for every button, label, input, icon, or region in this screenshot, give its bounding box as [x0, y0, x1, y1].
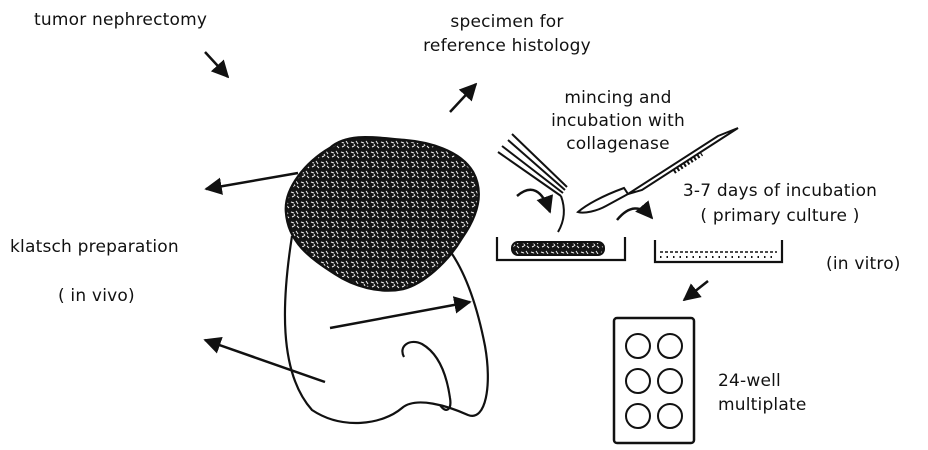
- label-in-vitro: (in vitro): [826, 254, 901, 274]
- label-incubation-days: 3-7 days of incubation: [650, 181, 910, 201]
- label-multiplate-line1: 24-well: [718, 371, 807, 391]
- label-in-vivo: ( in vivo): [58, 286, 135, 306]
- culture-dish-icon: [655, 240, 782, 262]
- label-multiplate: 24-well multiplate: [718, 371, 807, 415]
- arrow-into-kidney: [330, 302, 470, 328]
- label-multiplate-line2: multiplate: [718, 395, 807, 415]
- arrow-to-mincing-dish: [517, 190, 550, 212]
- arrow-from-nephrectomy: [205, 52, 228, 77]
- label-mincing-line1: mincing and: [528, 88, 708, 108]
- label-mincing-line3: collagenase: [528, 134, 708, 154]
- label-tumor-nephrectomy: tumor nephrectomy: [34, 10, 207, 30]
- arrow-to-in-vivo: [205, 340, 325, 382]
- arrow-to-klatsch-preparation: [206, 173, 298, 189]
- mincing-dish-icon: [497, 237, 625, 260]
- label-specimen-line1: specimen for: [407, 12, 607, 32]
- label-klatsch-preparation: klatsch preparation: [10, 237, 179, 257]
- label-primary-culture: ( primary culture ): [650, 206, 910, 226]
- label-mincing-line2: incubation with: [528, 111, 708, 131]
- label-specimen: specimen for reference histology: [407, 12, 607, 56]
- tumor-mass: [286, 137, 479, 290]
- label-incubation: 3-7 days of incubation ( primary culture…: [650, 181, 910, 226]
- arrow-to-reference-histology: [450, 84, 476, 112]
- arrow-to-culture-dish: [617, 208, 652, 220]
- multiplate-icon: [614, 318, 694, 443]
- label-mincing: mincing and incubation with collagenase: [528, 88, 708, 154]
- arrow-to-multiplate: [684, 281, 708, 300]
- label-specimen-line2: reference histology: [407, 36, 607, 56]
